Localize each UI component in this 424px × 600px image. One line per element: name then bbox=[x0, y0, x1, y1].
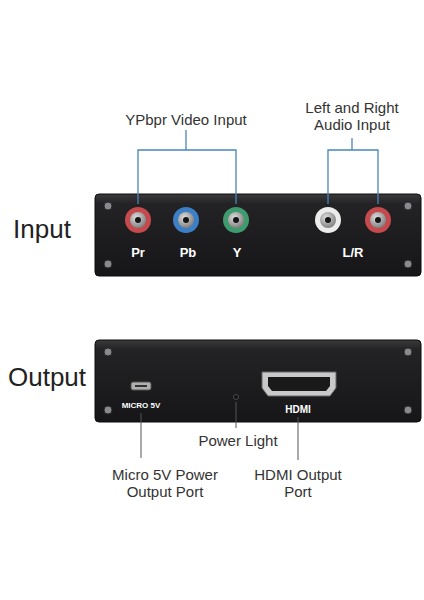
callout-label: HDMI Output Port bbox=[248, 466, 348, 501]
port-label: Pb bbox=[180, 246, 197, 261]
port-label: Y bbox=[233, 246, 242, 261]
callout-label: Left and Right Audio Input bbox=[293, 99, 411, 134]
section-heading: Input bbox=[13, 215, 71, 245]
port-label: HDMI bbox=[285, 404, 311, 416]
port-label: MICRO 5V bbox=[122, 401, 161, 410]
section-heading: Output bbox=[8, 363, 86, 393]
callout-label: YPbpr Video Input bbox=[125, 111, 246, 128]
callout-label: Power Light bbox=[198, 432, 277, 449]
callout-label: Micro 5V Power Output Port bbox=[104, 466, 226, 501]
port-label: Pr bbox=[131, 246, 145, 261]
port-label: L/R bbox=[343, 246, 364, 261]
